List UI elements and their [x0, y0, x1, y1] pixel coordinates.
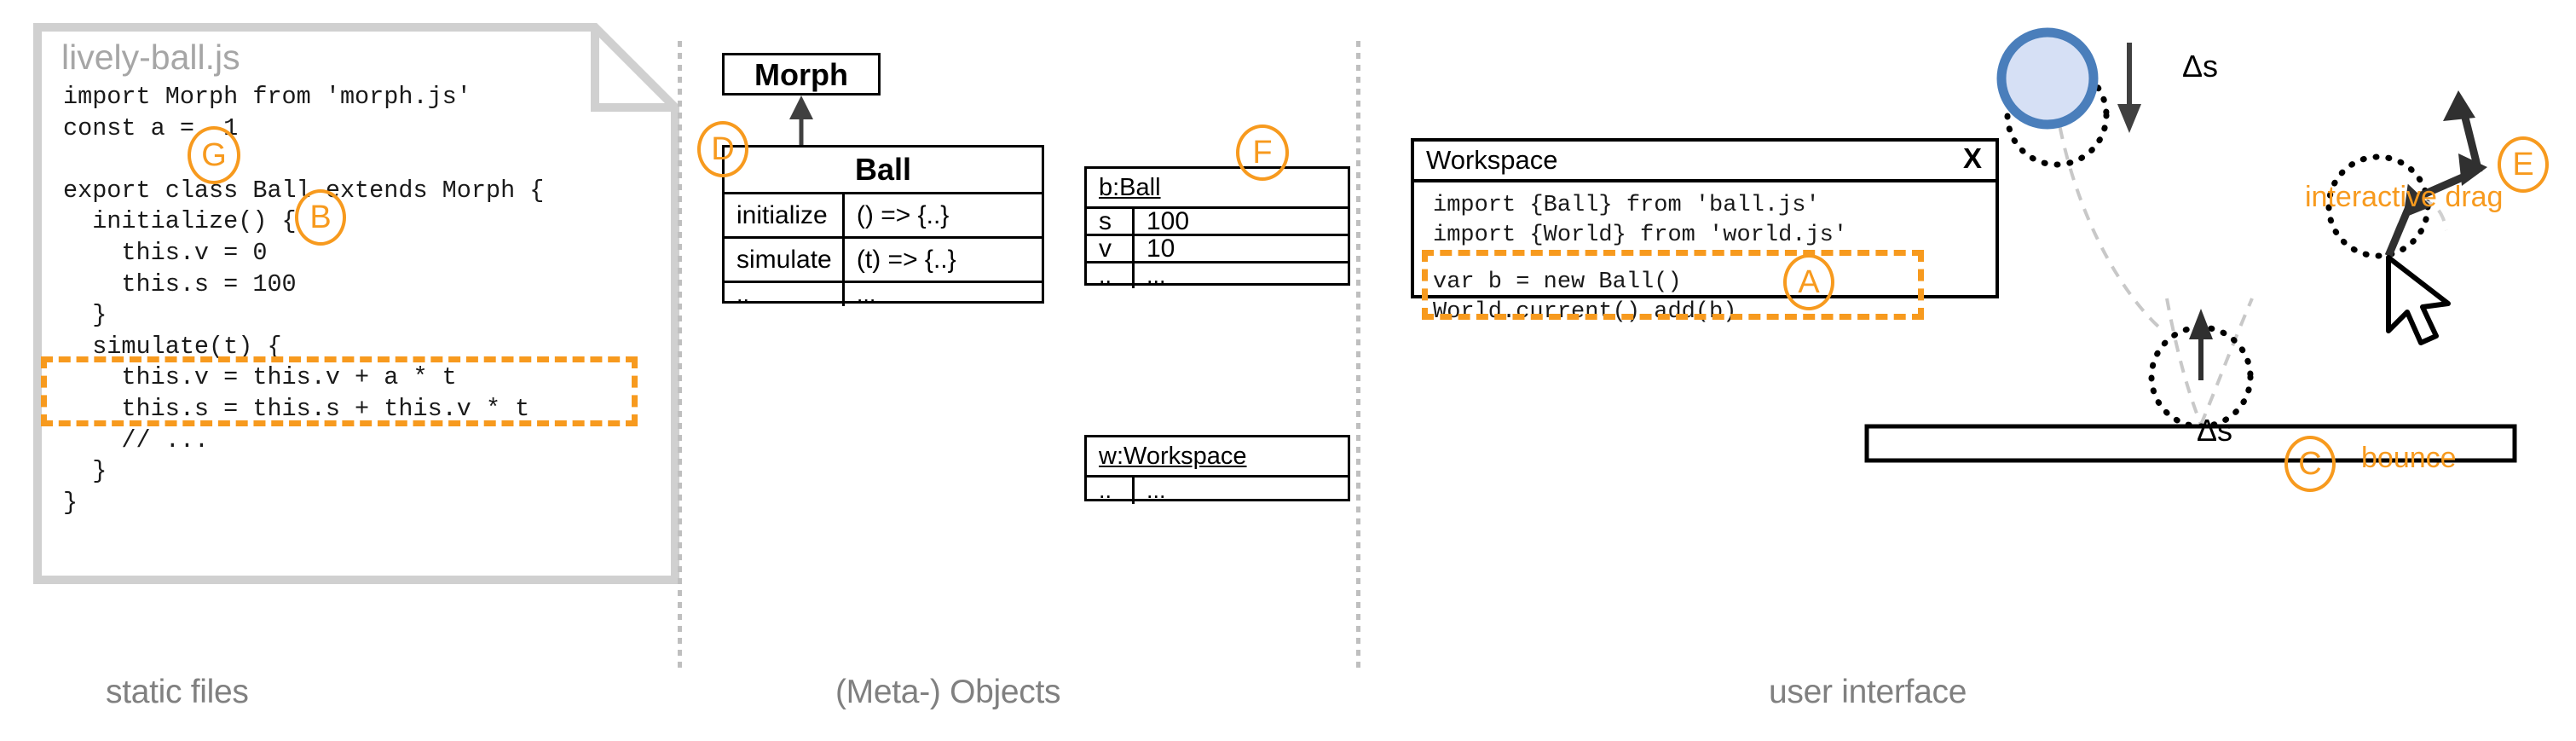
uml-class-ball-title: Ball — [725, 148, 1042, 192]
callout-b[interactable]: B — [295, 189, 346, 246]
highlight-box-simulate — [41, 356, 638, 426]
uml-member-value: ... — [1146, 263, 1166, 288]
callout-f[interactable]: F — [1236, 124, 1289, 181]
callout-d[interactable]: D — [697, 121, 748, 177]
callout-e[interactable]: E — [2498, 136, 2549, 193]
uml-instance-b-ball[interactable]: b:Ball s 100 v 10 .. ... — [1084, 166, 1350, 288]
table-row[interactable]: v 10 — [1087, 234, 1348, 261]
highlight-box-workspace-snippet — [1422, 250, 1924, 320]
drag-motion-arrows — [2384, 90, 2487, 258]
callout-c-letter: C — [2298, 445, 2322, 482]
workspace-import-code[interactable]: import {Ball} from 'ball.js' import {Wor… — [1433, 193, 1848, 248]
column-divider-left — [678, 41, 682, 674]
ground-plate — [1864, 424, 2517, 463]
uml-instance-w-workspace[interactable]: w:Workspace .. ... — [1084, 435, 1350, 504]
workspace-title-label: Workspace — [1426, 145, 1558, 175]
uml-instance-name: w:Workspace — [1099, 442, 1247, 470]
uml-member-name: s — [1087, 209, 1135, 234]
callout-a-letter: A — [1798, 263, 1820, 300]
uml-member-name: .. — [1087, 478, 1135, 504]
caption-meta-objects: (Meta-) Objects — [835, 674, 1061, 710]
workspace-titlebar[interactable]: Workspace X — [1414, 142, 1996, 182]
uml-member-value: ... — [1146, 478, 1166, 503]
table-row[interactable]: initialize () => {..} — [725, 192, 1042, 236]
uml-instance-b-ball-title: b:Ball — [1087, 169, 1348, 206]
uml-member-name: .. — [725, 283, 845, 306]
ball-simulation-scene — [1996, 27, 2487, 345]
uml-member-value: (t) => {..} — [856, 245, 956, 274]
callout-d-letter: D — [711, 130, 735, 167]
trajectory-incoming — [2165, 298, 2203, 425]
uml-class-ball-name: Ball — [854, 152, 912, 187]
file-source-code: import Morph from 'morph.js' const a = -… — [63, 83, 545, 517]
callout-b-letter: B — [309, 199, 332, 235]
callout-e-letter: E — [2512, 146, 2534, 182]
uml-member-name: .. — [1087, 263, 1135, 288]
uml-member-value: ... — [856, 283, 876, 306]
caption-user-interface: user interface — [1769, 674, 1967, 710]
interactive-drag-label: interactive drag — [2305, 181, 2504, 213]
close-icon[interactable]: X — [1962, 142, 1982, 174]
caption-static-files: static files — [106, 674, 249, 710]
source-file-paper: lively-ball.js import Morph from 'morph.… — [32, 22, 680, 585]
bounce-scene — [1864, 298, 2517, 463]
table-row[interactable]: s 100 — [1087, 206, 1348, 234]
callout-f-letter: F — [1252, 134, 1273, 171]
uml-member-name: simulate — [725, 239, 845, 281]
callout-g-letter: G — [201, 136, 227, 173]
callout-c[interactable]: C — [2284, 436, 2336, 492]
delta-s-label-bottom: Δs — [2197, 413, 2233, 448]
workspace-window[interactable]: Workspace X import {Ball} from 'ball.js'… — [1411, 138, 1999, 325]
trajectory-path-drag — [2389, 200, 2448, 257]
table-row[interactable]: simulate (t) => {..} — [725, 236, 1042, 281]
trajectory-outgoing — [2199, 298, 2254, 425]
uml-class-morph[interactable]: Morph — [722, 53, 881, 96]
table-row[interactable]: .. ... — [725, 281, 1042, 306]
uml-member-value: 100 — [1146, 209, 1190, 234]
callout-a[interactable]: A — [1783, 254, 1834, 310]
column-divider-right — [1356, 41, 1360, 674]
uml-instance-name: b:Ball — [1099, 173, 1161, 201]
cursor-icon — [2386, 255, 2451, 345]
uml-instance-w-workspace-title: w:Workspace — [1087, 437, 1348, 475]
delta-s-arrowhead-top — [2117, 104, 2141, 133]
table-row[interactable]: .. ... — [1087, 475, 1348, 504]
uml-class-ball[interactable]: Ball initialize () => {..} simulate (t) … — [722, 145, 1044, 306]
callout-g[interactable]: G — [188, 126, 240, 184]
bounce-label: bounce — [2361, 442, 2457, 474]
delta-s-arrowhead-bottom — [2189, 309, 2213, 339]
uml-class-morph-name: Morph — [754, 57, 848, 92]
uml-member-name: initialize — [725, 194, 845, 236]
uml-member-name: v — [1087, 236, 1135, 261]
ball-current-position[interactable] — [1996, 27, 2099, 130]
table-row[interactable]: .. ... — [1087, 261, 1348, 288]
file-name-label: lively-ball.js — [61, 38, 240, 77]
uml-member-value: () => {..} — [856, 200, 950, 229]
uml-member-value: 10 — [1146, 236, 1175, 261]
workspace-highlighted-code[interactable]: var b = new Ball() World.current().add(b… — [1433, 269, 1737, 325]
delta-s-label-top: Δs — [2182, 49, 2219, 84]
